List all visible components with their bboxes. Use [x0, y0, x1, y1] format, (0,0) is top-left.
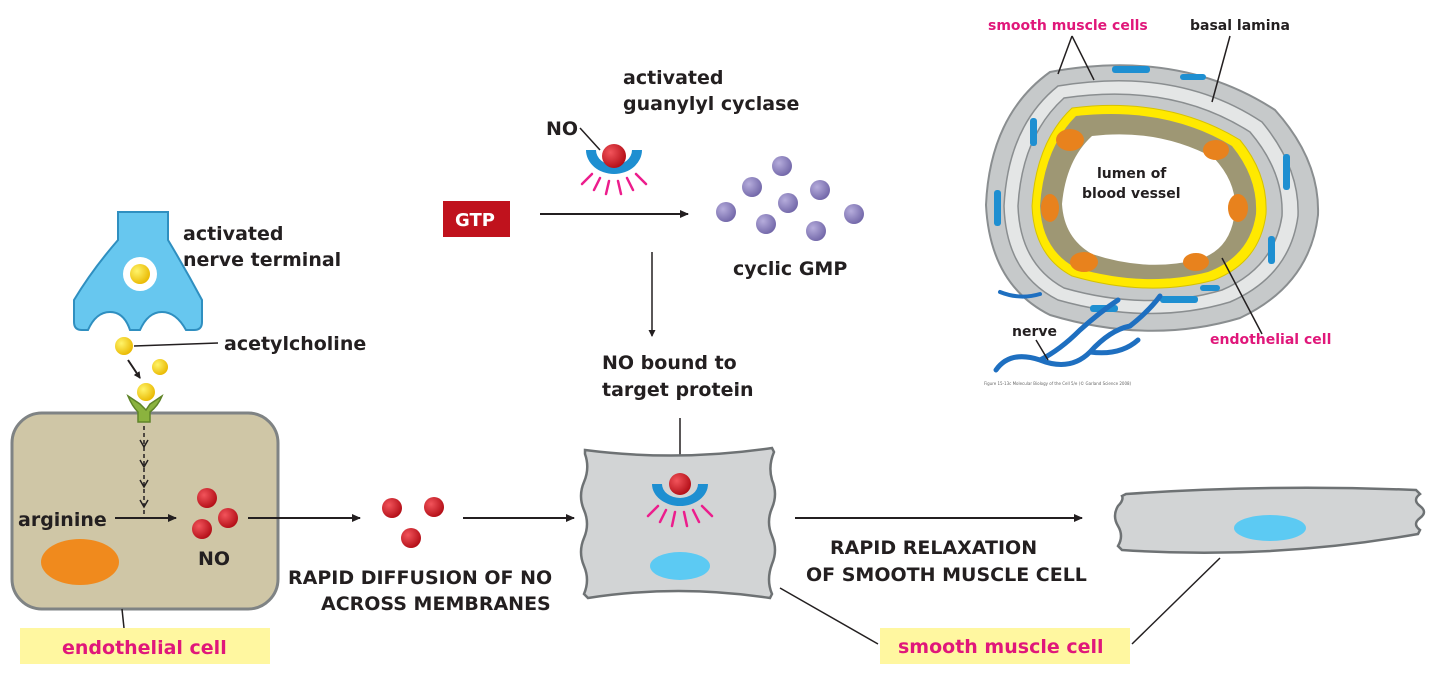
smooth-muscle-cell-contracted — [579, 446, 777, 600]
vessel-endothelial-leader — [1221, 257, 1263, 335]
no-top-leader — [579, 127, 601, 151]
vessel-lumen-label: lumen of blood vessel — [1082, 166, 1181, 202]
vessel-smooth-muscle-leader — [1057, 35, 1073, 75]
smooth-muscle-highlight — [880, 628, 1130, 664]
gtp-box — [443, 201, 510, 237]
nerve-terminal — [73, 211, 203, 331]
acetylcholine-receptor — [126, 394, 164, 423]
bound-acetylcholine — [137, 383, 155, 401]
vessel-smooth-muscle-leader — [1071, 35, 1095, 81]
smooth-muscle-cell-label: smooth muscle cell — [898, 636, 1104, 658]
blood-vessel-inset — [984, 64, 1320, 373]
endothelial-nucleus — [41, 539, 119, 585]
diffusing-no — [424, 497, 444, 517]
rapid-diffusion-label: RAPID DIFFUSION OF NO ACROSS MEMBRANES — [288, 567, 559, 615]
vessel-smooth-muscle-cells-label: smooth muscle cells — [988, 18, 1148, 34]
no-label: NO — [198, 548, 230, 570]
acetylcholine-leader — [133, 342, 219, 347]
endothelial-cell-label: endothelial cell — [62, 637, 227, 659]
endothelial-cell-highlight — [20, 628, 270, 664]
no-molecule — [218, 508, 238, 528]
activated-nerve-terminal-label: activated nerve terminal — [183, 223, 341, 271]
smooth-muscle-leader-right — [1131, 557, 1221, 645]
vessel-nerve-label: nerve — [1012, 324, 1057, 340]
no-molecule — [192, 519, 212, 539]
vessel-endothelial-cell-label: endothelial cell — [1210, 332, 1331, 348]
diffusing-no — [382, 498, 402, 518]
cyclic-gmp-label: cyclic GMP — [733, 258, 847, 280]
relaxed-nucleus — [1234, 515, 1306, 541]
figure-credit: Figure 15-13c Molecular Biology of the C… — [984, 381, 1132, 386]
activated-guanylyl-cyclase-label: activated guanylyl cyclase — [623, 67, 799, 115]
smooth-muscle-leader-left — [779, 587, 879, 645]
bound-guanylyl-cyclase-icon — [646, 473, 714, 528]
guanylyl-cyclase-icon — [580, 144, 648, 196]
diffusion-arrow — [127, 359, 141, 379]
vessel-basal-lamina-label: basal lamina — [1190, 18, 1290, 34]
no-molecule — [197, 488, 217, 508]
endothelial-leader — [121, 608, 125, 629]
rapid-relaxation-label: RAPID RELAXATION OF SMOOTH MUSCLE CELL — [806, 537, 1087, 586]
cyclic-gmp-molecules — [716, 156, 864, 241]
acetylcholine-molecule — [152, 359, 168, 375]
no-top-label: NO — [546, 118, 578, 140]
gtp-label: GTP — [455, 210, 495, 231]
vessel-nerve-leader — [1035, 339, 1049, 361]
no-bound-label: NO bound to target protein — [602, 352, 754, 401]
vessel-basal-lamina-leader — [1211, 35, 1231, 103]
signal-cascade — [139, 426, 149, 515]
acetylcholine-molecule — [115, 337, 133, 355]
diffusing-no — [401, 528, 421, 548]
acetylcholine-label: acetylcholine — [224, 333, 366, 355]
smooth-muscle-nucleus — [650, 552, 710, 580]
arginine-label: arginine — [18, 509, 107, 531]
